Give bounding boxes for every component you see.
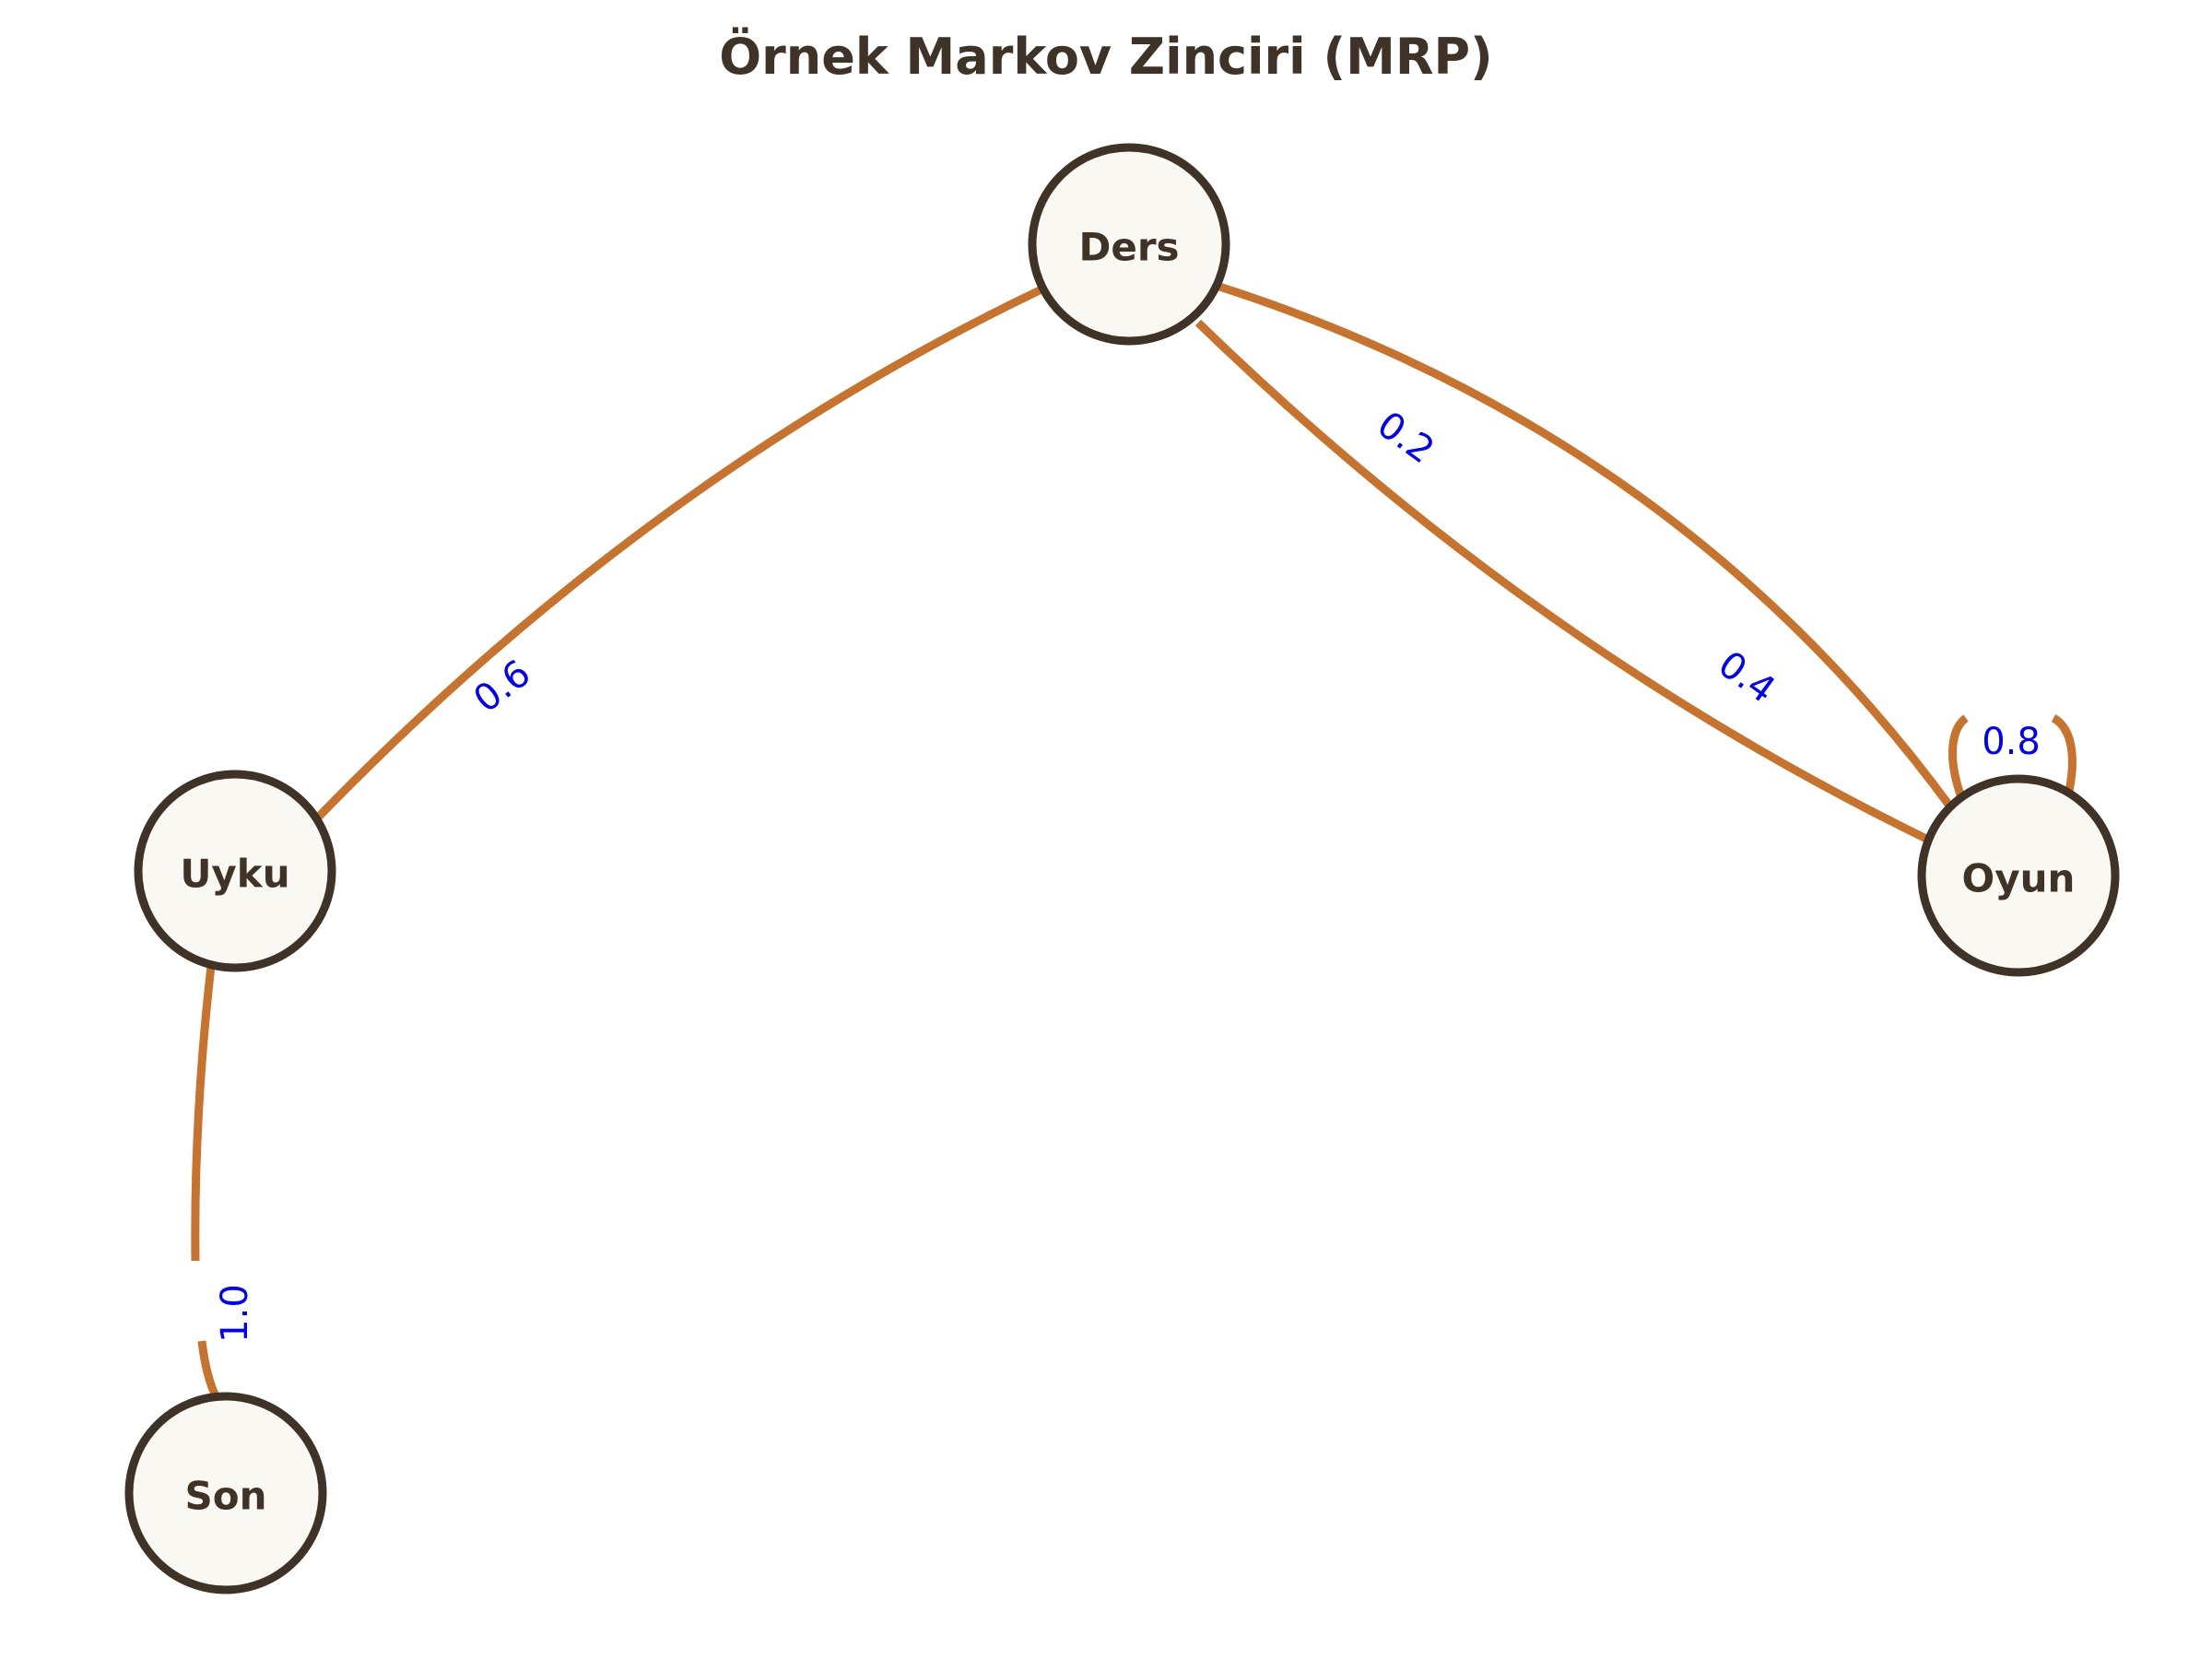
node-ders-circle[interactable] <box>1028 143 1230 346</box>
edge-oyun-self-right <box>2051 714 2077 801</box>
node-son-label: Son <box>184 1474 266 1519</box>
node-uyku[interactable]: Uyku <box>134 770 336 972</box>
node-uyku-circle[interactable] <box>134 770 336 972</box>
node-ders-label: Ders <box>1078 225 1179 270</box>
edge-ders-oyun-04 <box>1194 319 1928 843</box>
edge-ders-uyku <box>312 286 1041 824</box>
node-oyun[interactable]: Oyun <box>1917 774 2120 977</box>
node-layer: Ders Uyku Oyun Son <box>124 143 2120 1594</box>
node-oyun-circle[interactable] <box>1917 774 2120 977</box>
edge-uyku-son-upper <box>191 965 216 1262</box>
edge-oyun-self-left <box>1948 714 1969 799</box>
node-ders[interactable]: Ders <box>1028 143 1230 346</box>
edge-ders-oyun-02 <box>1215 281 1956 812</box>
edge-layer <box>191 281 2077 1402</box>
node-son[interactable]: Son <box>124 1392 327 1594</box>
node-son-circle[interactable] <box>124 1392 327 1594</box>
node-uyku-label: Uyku <box>180 852 289 897</box>
edge-label-oyun-self: 0.8 <box>1982 721 2041 763</box>
figure-title: Örnek Markov Zinciri (MRP) <box>719 28 1493 86</box>
edge-label-uyku-son: 1.0 <box>214 1284 256 1343</box>
node-oyun-label: Oyun <box>1962 856 2076 901</box>
